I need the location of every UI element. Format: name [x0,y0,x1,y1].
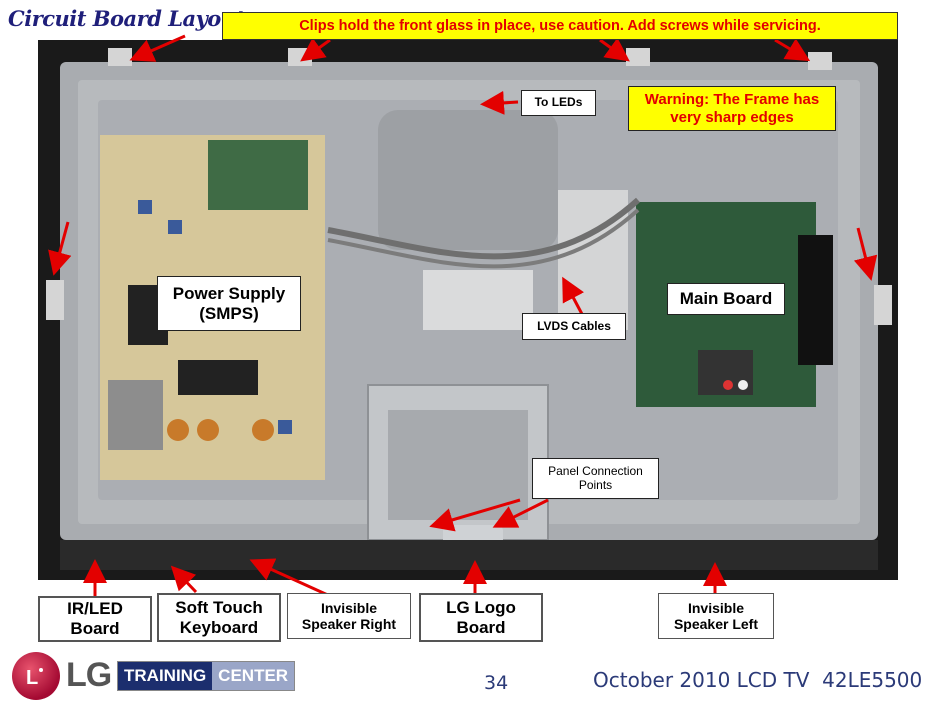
clips-warning-banner: Clips hold the front glass in place, use… [222,12,898,40]
warning-line-1: Warning: The Frame has [644,90,820,108]
lg-logo-line-1: LG Logo [446,597,516,617]
page-title: Circuit Board Layout [8,6,245,31]
sharp-edges-warning: Warning: The Frame has very sharp edges [628,86,836,131]
soft-touch-line-1: Soft Touch [175,597,263,617]
ir-led-line-2: Board [70,619,120,638]
power-supply-label: Power Supply [172,283,286,303]
callout-panel-connection: Panel Connection Points [532,458,659,499]
footer-date-model: October 2010 LCD TV 42LE5500 [593,668,923,692]
callout-main-board: Main Board [667,283,785,315]
panel-connection-sublabel: Points [578,477,613,492]
power-supply-sublabel: (SMPS) [199,303,259,323]
training-center-badge: TRAINING CENTER [117,661,296,691]
speaker-left-line-2: Speaker Left [673,616,759,632]
callout-lvds-cables: LVDS Cables [522,313,626,340]
training-label: TRAINING [124,666,207,685]
center-label: CENTER [212,662,295,690]
lg-logo-icon: L [12,652,60,700]
callout-power-supply: Power Supply (SMPS) [157,276,301,331]
soft-touch-line-2: Keyboard [179,617,259,637]
speaker-left-line-1: Invisible [687,599,744,616]
speaker-right-line-2: Speaker Right [301,616,397,632]
callout-to-leds: To LEDs [521,90,596,116]
panel-connection-label: Panel Connection [548,463,643,478]
ir-led-line-1: IR/LED [67,599,123,619]
page-number: 34 [484,672,509,694]
speaker-right-line-1: Invisible [320,599,377,616]
warning-line-2: very sharp edges [670,108,794,126]
svg-text:L: L [26,667,38,689]
lg-logo-line-2: Board [456,617,506,637]
lg-wordmark: LG [66,656,112,694]
